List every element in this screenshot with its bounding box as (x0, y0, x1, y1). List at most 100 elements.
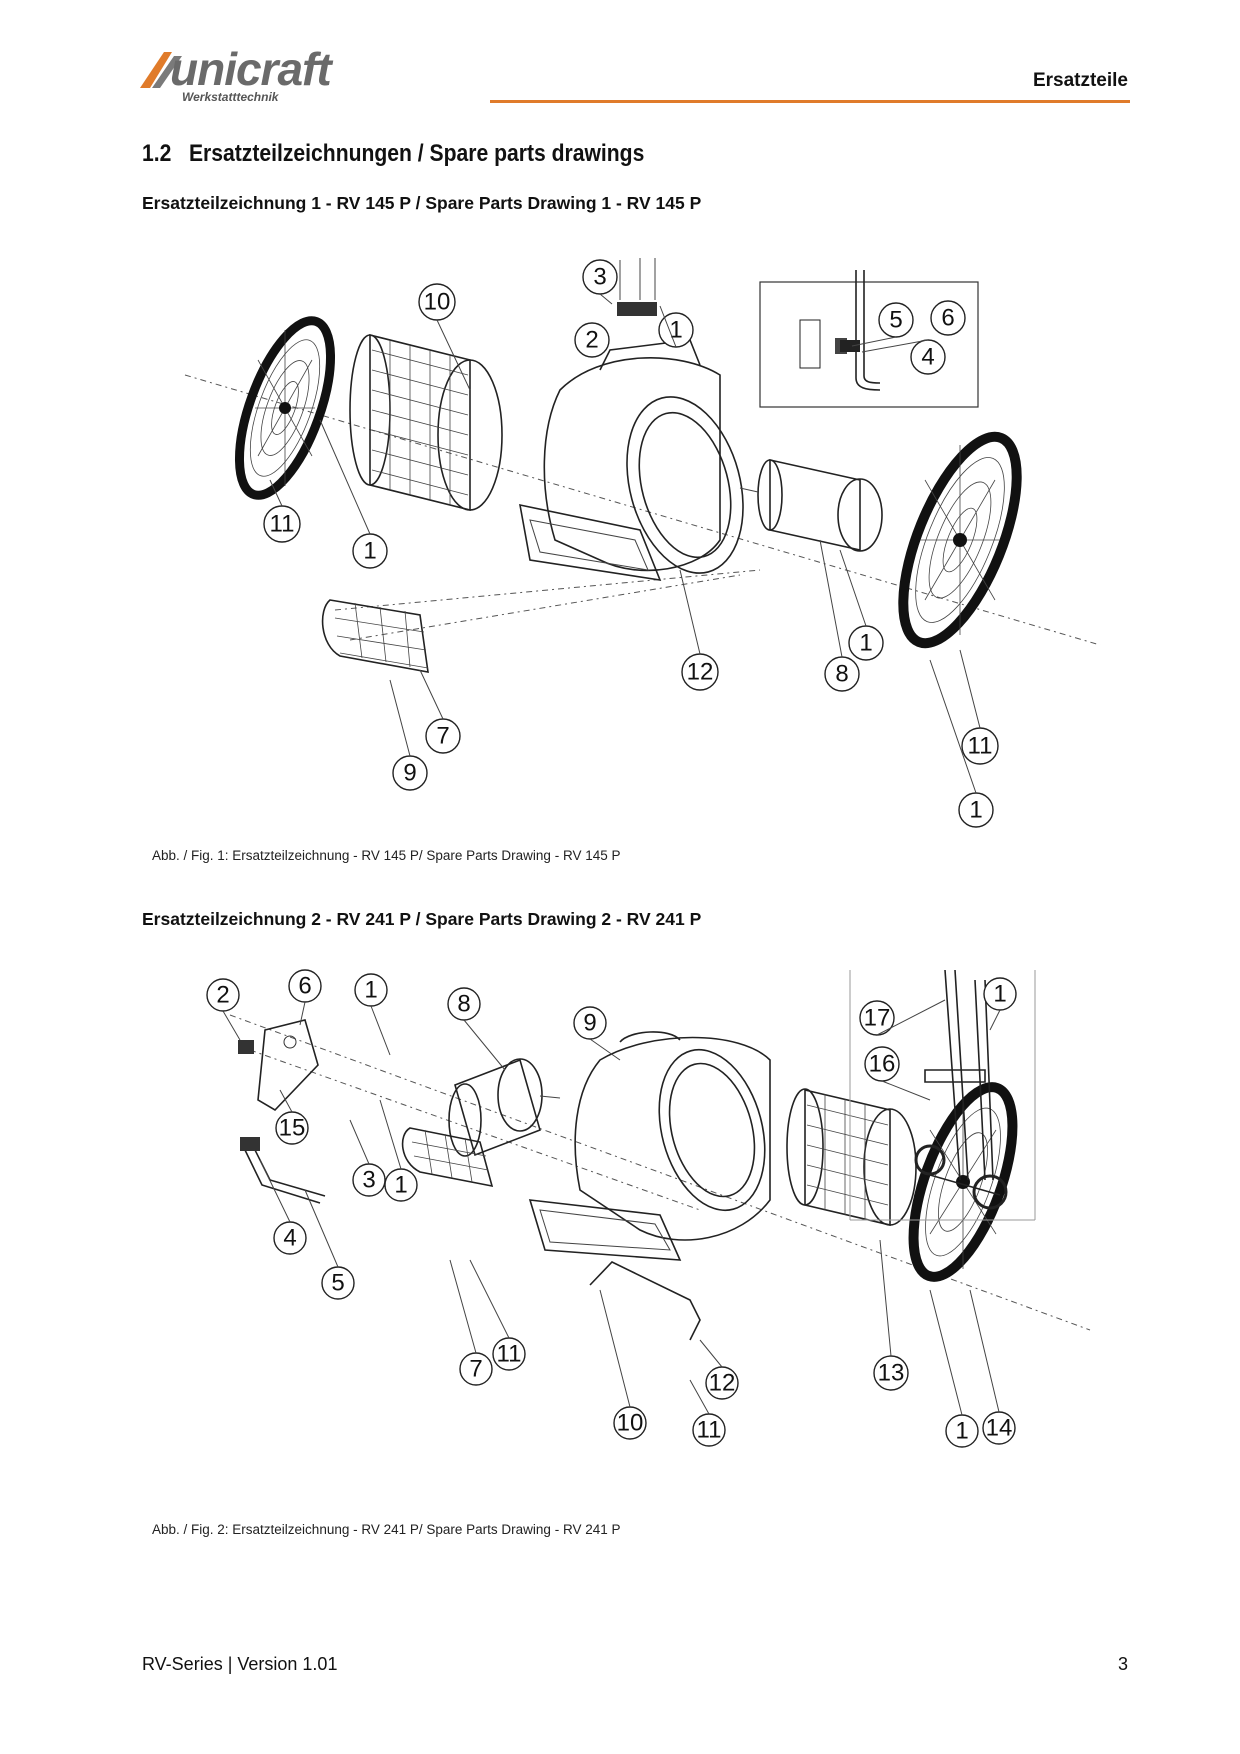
drawing1-heading: Ersatzteilzeichnung 1 - RV 145 P / Spare… (142, 193, 702, 213)
svg-text:16: 16 (869, 1051, 896, 1078)
svg-text:6: 6 (941, 305, 954, 332)
callout-9: 9 (573, 1006, 607, 1040)
trolley-inset (849, 969, 1036, 1221)
callout-10: 10 (418, 283, 456, 321)
motor (739, 459, 883, 552)
front-grille (401, 1127, 494, 1188)
front-grille (321, 599, 429, 673)
svg-text:15: 15 (279, 1115, 306, 1142)
svg-text:1: 1 (955, 1418, 968, 1445)
callout-9: 9 (392, 755, 428, 791)
section-heading: 1.2 Ersatzteilzeichnungen / Spare parts … (142, 140, 645, 167)
callout-16: 16 (864, 1046, 900, 1082)
callout-4: 4 (910, 339, 946, 375)
impeller (786, 1088, 917, 1227)
svg-text:1: 1 (364, 977, 377, 1004)
callout-5: 5 (321, 1266, 355, 1300)
svg-text:2: 2 (585, 327, 598, 354)
motor (448, 1058, 561, 1157)
handle-inset (759, 270, 979, 408)
callout-2: 2 (206, 978, 240, 1012)
svg-text:1: 1 (969, 797, 982, 824)
callout-12: 12 (705, 1366, 739, 1400)
svg-text:13: 13 (878, 1360, 905, 1387)
callout-8: 8 (824, 656, 860, 692)
callout-6: 6 (288, 969, 322, 1003)
svg-text:8: 8 (835, 661, 848, 688)
callout-1a: 1 (658, 312, 694, 348)
svg-text:5: 5 (331, 1270, 344, 1297)
side-cover (238, 1019, 319, 1112)
svg-text:1: 1 (993, 981, 1006, 1008)
callout-10: 10 (613, 1406, 647, 1440)
callout-2: 2 (574, 322, 610, 358)
callout-8: 8 (447, 987, 481, 1021)
svg-text:10: 10 (617, 1410, 644, 1437)
svg-text:11: 11 (270, 511, 295, 538)
callout-11b: 11 (692, 1413, 726, 1447)
header-rule (490, 100, 1130, 103)
callout-14: 14 (982, 1411, 1016, 1445)
right-fan-guard (898, 431, 1022, 649)
logo-tagline: Werkstatttechnik (182, 90, 279, 104)
svg-text:17: 17 (864, 1005, 891, 1032)
callout-1b: 1 (983, 977, 1017, 1011)
callout-4: 4 (273, 1221, 307, 1255)
svg-text:7: 7 (469, 1356, 482, 1383)
drawing2-figure: 2 6 1 8 9 17 1 16 15 3 1 4 5 7 11 12 13 … (0, 960, 1240, 1520)
svg-text:4: 4 (283, 1225, 296, 1252)
logo-wordmark: unicraft (170, 43, 332, 95)
callout-11b: 11 (961, 727, 999, 765)
impeller (349, 333, 503, 512)
svg-text:3: 3 (362, 1167, 375, 1194)
callout-17: 17 (859, 1000, 895, 1036)
callout-1a: 1 (354, 973, 388, 1007)
blower-housing (528, 1031, 771, 1261)
callout-3: 3 (582, 259, 618, 295)
svg-text:5: 5 (889, 307, 902, 334)
svg-text:14: 14 (986, 1415, 1013, 1442)
callout-5: 5 (878, 302, 914, 338)
svg-text:11: 11 (697, 1417, 722, 1444)
svg-text:7: 7 (436, 723, 449, 750)
drawing1-figure: 3 2 1 10 5 6 4 11 1 12 1 8 7 9 11 1 (0, 240, 1240, 840)
svg-text:6: 6 (298, 973, 311, 1000)
callout-12: 12 (681, 653, 719, 691)
svg-text:9: 9 (403, 760, 416, 787)
svg-text:4: 4 (921, 344, 934, 371)
callout-1d: 1 (958, 792, 994, 828)
svg-text:12: 12 (687, 659, 714, 686)
top-bracket (617, 258, 657, 316)
svg-text:2: 2 (216, 982, 229, 1009)
callout-1c: 1 (384, 1168, 418, 1202)
svg-text:8: 8 (457, 991, 470, 1018)
callout-6: 6 (930, 300, 966, 336)
callout-15: 15 (275, 1111, 309, 1145)
svg-text:11: 11 (968, 733, 993, 760)
callout-7: 7 (425, 718, 461, 754)
svg-text:9: 9 (583, 1010, 596, 1037)
callout-7: 7 (459, 1352, 493, 1386)
callout-11a: 11 (263, 505, 301, 543)
svg-text:10: 10 (424, 289, 451, 316)
callout-3: 3 (352, 1163, 386, 1197)
svg-text:11: 11 (497, 1341, 522, 1368)
logo-mark (140, 52, 182, 88)
power-cable (589, 1261, 701, 1341)
svg-text:1: 1 (363, 538, 376, 565)
header-section-label: Ersatzteile (1032, 70, 1128, 91)
callout-1b: 1 (352, 533, 388, 569)
drawing1-caption: Abb. / Fig. 1: Ersatzteilzeichnung - RV … (152, 848, 621, 863)
callout-1d: 1 (945, 1414, 979, 1448)
left-fan-guard (234, 316, 336, 500)
svg-text:1: 1 (859, 630, 872, 657)
footer-document-version: RV-Series | Version 1.01 (142, 1654, 338, 1674)
callout-13: 13 (873, 1355, 909, 1391)
hose (240, 1137, 326, 1204)
svg-text:12: 12 (709, 1370, 736, 1397)
callout-11a: 11 (492, 1337, 526, 1371)
drawing2-heading: Ersatzteilzeichnung 2 - RV 241 P / Spare… (142, 909, 702, 929)
callout-1c: 1 (848, 625, 884, 661)
drawing2-caption: Abb. / Fig. 2: Ersatzteilzeichnung - RV … (152, 1522, 621, 1537)
svg-text:1: 1 (394, 1172, 407, 1199)
